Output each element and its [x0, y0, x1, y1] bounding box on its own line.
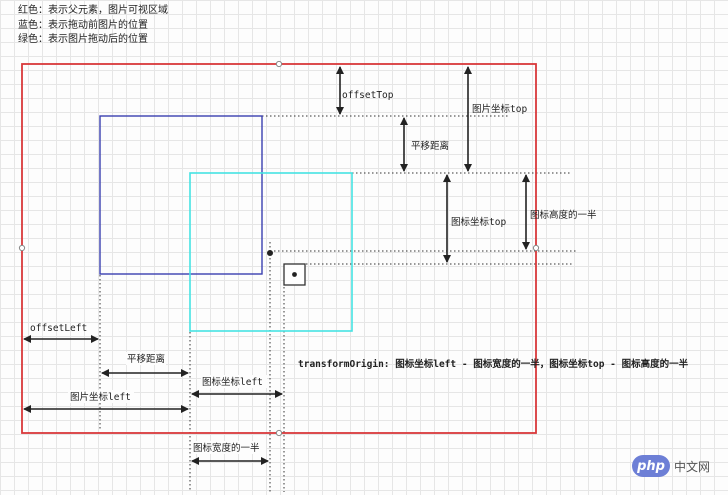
php-watermark: php 中文网: [632, 452, 710, 480]
php-logo: php: [632, 455, 670, 477]
legend-red: 红色：表示父元素，图片可视区域: [18, 5, 168, 16]
legend: 红色：表示父元素，图片可视区域 蓝色：表示拖动前图片的位置 绿色：表示图片拖动后…: [18, 4, 168, 48]
label-offset-top: offsetTop: [342, 90, 394, 101]
label-image-coord-left: 图片坐标left: [70, 391, 131, 403]
handle-left: [18, 244, 26, 252]
resize-handles: [18, 60, 540, 437]
guide-lines: [99, 115, 578, 492]
legend-green: 绿色：表示图片拖动后的位置: [18, 34, 148, 45]
legend-blue: 蓝色：表示拖动前图片的位置: [18, 19, 148, 31]
parent-visible-area: [21, 63, 537, 434]
image-after-drag: [189, 172, 353, 332]
label-translate-horizontal: 平移距离: [127, 353, 165, 365]
label-offset-left: offsetLeft: [30, 323, 87, 334]
label-half-height: 图标高度的一半: [530, 209, 597, 221]
drag-icon-center-icon: [292, 272, 297, 277]
label-image-coord-top: 图片坐标top: [472, 103, 527, 115]
handle-top: [275, 60, 283, 68]
label-half-width: 图标宽度的一半: [193, 442, 260, 454]
label-icon-coord-top: 图标坐标top: [451, 216, 506, 228]
label-translate-vertical: 平移距离: [411, 140, 449, 152]
transform-origin-dot: [267, 250, 273, 256]
label-icon-coord-left: 图标坐标left: [202, 376, 263, 388]
handle-bottom: [275, 429, 283, 437]
label-backgrounds: [68, 352, 267, 454]
php-watermark-text: 中文网: [674, 459, 711, 474]
handle-right: [532, 244, 540, 252]
image-before-drag: [99, 115, 263, 275]
formula-text: transformOrigin: 图标坐标left - 图标宽度的一半，图标坐标…: [298, 358, 689, 370]
